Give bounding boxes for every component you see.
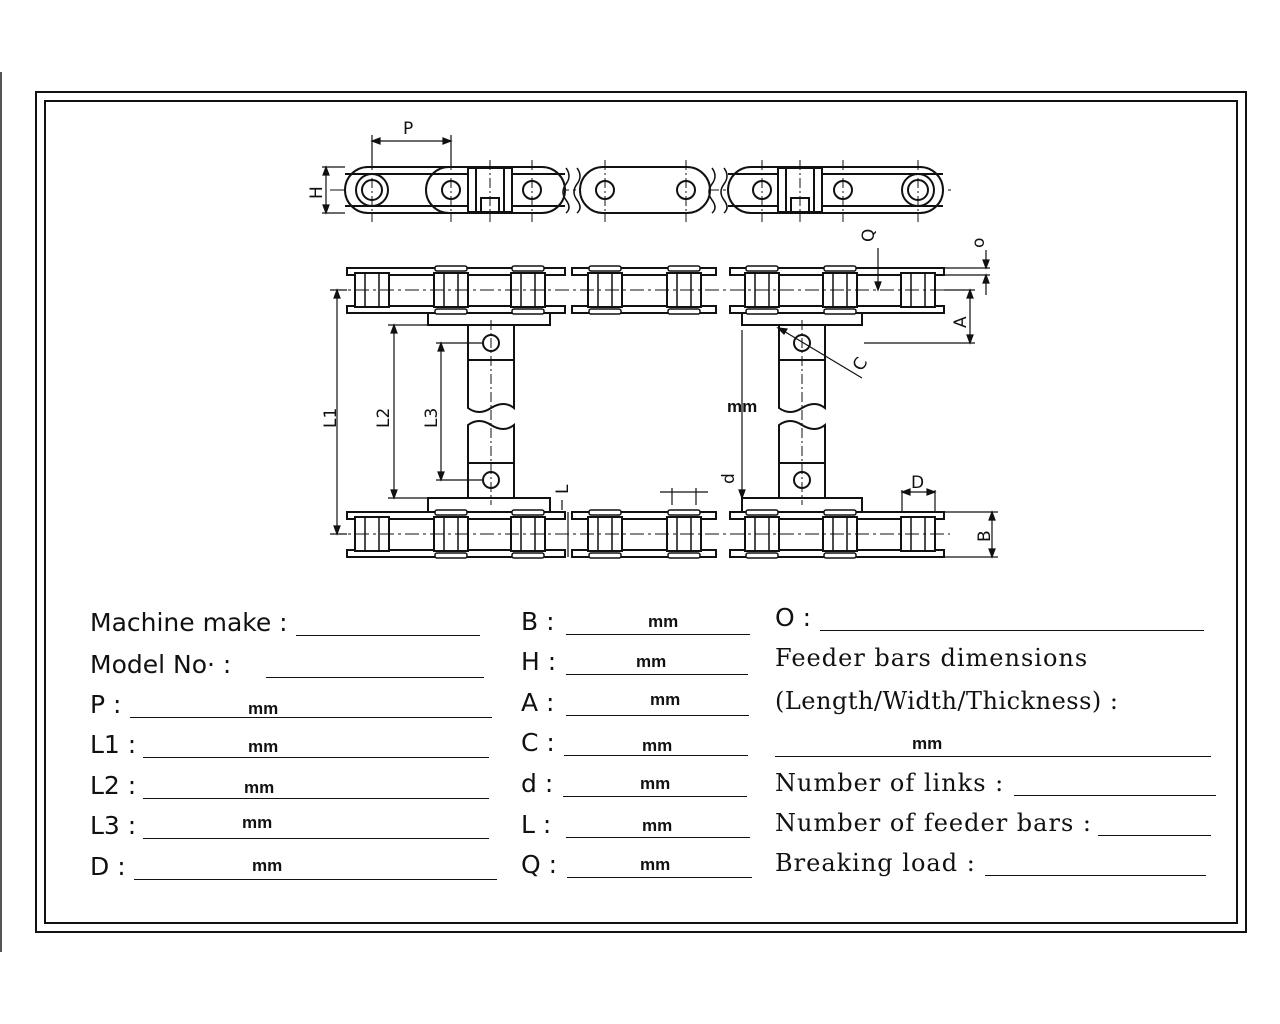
field-h[interactable] <box>566 674 748 675</box>
label-l2: L2 <box>374 408 394 428</box>
label-q: Q <box>859 229 879 242</box>
field-feeder-bars[interactable] <box>775 756 1211 757</box>
dimension-p <box>370 135 453 168</box>
field-q[interactable] <box>567 877 752 878</box>
label-q-field: Q : <box>521 850 558 879</box>
label-number-of-links: Number of links : <box>775 769 1005 797</box>
feeder-bar-left <box>467 320 515 505</box>
label-number-of-feeder-bars: Number of feeder bars : <box>775 809 1092 837</box>
label-l1: L1 <box>321 408 341 428</box>
label-p-field: P : <box>90 690 122 719</box>
field-d[interactable] <box>134 879 497 880</box>
top-chain <box>330 265 950 326</box>
field-l3[interactable] <box>143 838 489 839</box>
unit-c: mm <box>642 736 673 755</box>
label-h-field: H : <box>521 647 557 676</box>
label-d: D <box>911 473 924 493</box>
label-a: A <box>951 316 971 328</box>
field-model-no[interactable] <box>266 677 484 678</box>
field-machine-make[interactable] <box>296 635 480 636</box>
unit-b: mm <box>648 612 679 631</box>
unit-l1: mm <box>248 737 279 756</box>
unit-h: mm <box>636 652 667 671</box>
unit-p: mm <box>248 699 279 718</box>
center-unit-label: mm <box>727 397 757 416</box>
unit-l3: mm <box>242 813 273 832</box>
label-l2-field: L2 : <box>90 771 137 800</box>
field-c[interactable] <box>564 755 748 756</box>
field-breaking-load[interactable] <box>985 875 1206 876</box>
label-l3: L3 <box>422 408 442 428</box>
field-p[interactable] <box>130 717 492 718</box>
bottom-chain <box>330 497 950 559</box>
label-c-field: C : <box>521 728 555 757</box>
field-number-of-links[interactable] <box>1014 795 1216 796</box>
dimension-lines <box>330 248 998 559</box>
drawing-frame-outer <box>35 91 1247 933</box>
unit-a: mm <box>650 690 681 709</box>
label-l3-field: L3 : <box>90 811 137 840</box>
label-l-field: L : <box>521 810 552 839</box>
label-breaking-load: Breaking load : <box>775 849 976 877</box>
field-o[interactable] <box>820 630 1204 631</box>
unit-q: mm <box>640 855 671 874</box>
label-a-field: A : <box>521 688 555 717</box>
label-p: P <box>403 119 413 139</box>
page-edge <box>0 72 2 952</box>
dimension-h <box>322 165 345 215</box>
drawing-frame-inner <box>44 100 1238 924</box>
label-d-small-field: d : <box>521 769 554 798</box>
unit-l: mm <box>642 816 673 835</box>
unit-d-small: mm <box>640 774 671 793</box>
label-o: o <box>969 238 989 248</box>
field-number-of-feeder-bars[interactable] <box>1098 835 1211 836</box>
label-model-no: Model No· : <box>90 650 232 679</box>
side-view-chain <box>330 160 955 222</box>
label-c: C <box>849 354 872 374</box>
label-l1-field: L1 : <box>90 730 137 759</box>
feeder-bars-title: Feeder bars dimensions <box>775 644 1089 672</box>
field-a[interactable] <box>566 715 749 716</box>
unit-l2: mm <box>244 778 275 797</box>
label-h: H <box>307 186 327 199</box>
field-l1[interactable] <box>143 757 489 758</box>
label-o-field: O : <box>775 603 812 632</box>
label-b-field: B : <box>521 607 555 636</box>
label-d-field: D : <box>90 852 126 881</box>
feeder-bars-subtitle: (Length/Width/Thickness) : <box>775 687 1119 715</box>
field-l2[interactable] <box>143 798 489 799</box>
unit-feeder-bars: mm <box>912 734 943 753</box>
feeder-bar-right <box>778 320 826 505</box>
label-d-small: d <box>719 473 739 484</box>
field-d-small[interactable] <box>563 796 747 797</box>
label-l: L <box>553 484 573 494</box>
label-b: B <box>975 530 995 542</box>
label-machine-make: Machine make : <box>90 608 288 637</box>
unit-d: mm <box>252 856 283 875</box>
field-l[interactable] <box>566 837 750 838</box>
field-b[interactable] <box>566 634 750 635</box>
